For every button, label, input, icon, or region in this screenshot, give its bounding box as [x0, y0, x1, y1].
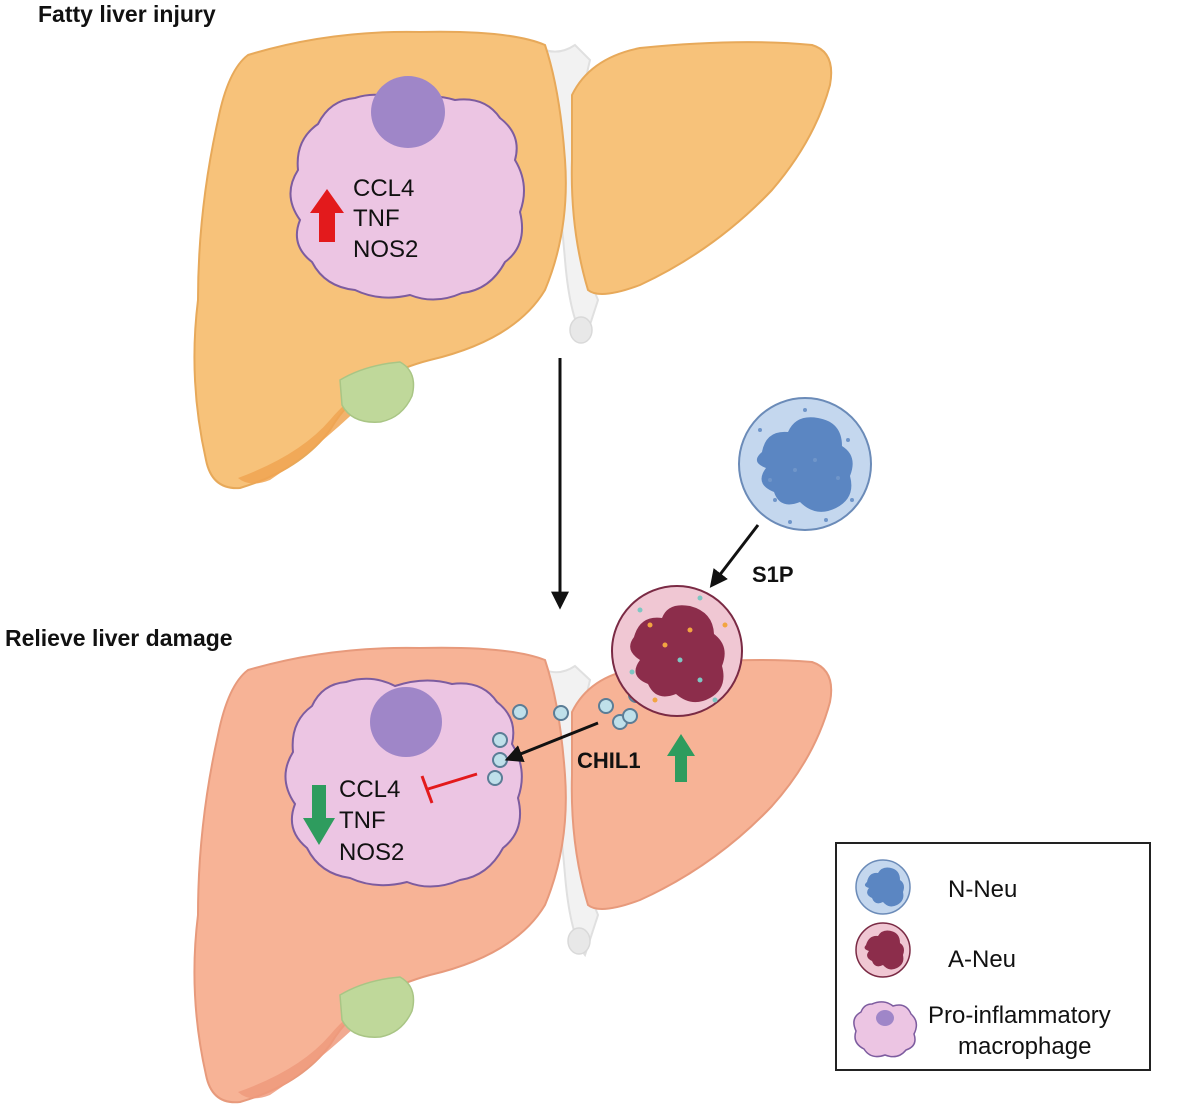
- granule: [652, 697, 658, 703]
- granule: [677, 657, 683, 663]
- chil1-vesicle: [512, 704, 528, 720]
- chil1-vesicle: [487, 770, 503, 786]
- granule: [697, 595, 703, 601]
- gene-label: TNF: [339, 807, 386, 834]
- chil1-vesicle: [598, 698, 614, 714]
- granule: [712, 697, 718, 703]
- chil1-action-arrow: [504, 721, 599, 763]
- top-panel-title: Fatty liver injury: [38, 1, 216, 27]
- granule: [803, 408, 807, 412]
- granule: [773, 498, 777, 502]
- granule: [850, 498, 854, 502]
- granule: [788, 520, 792, 524]
- gene-label: NOS2: [339, 839, 404, 866]
- gene-label: CCL4: [339, 776, 400, 803]
- granule: [793, 468, 797, 472]
- granule: [768, 478, 772, 482]
- s1p-label: S1P: [752, 562, 794, 587]
- bottom-macrophage: [284, 677, 523, 888]
- chil1-vesicle: [492, 732, 508, 748]
- granule: [637, 607, 643, 613]
- macrophage-icon: [853, 1001, 918, 1058]
- top-liver: [193, 30, 833, 490]
- bottom-panel-title: Relieve liver damage: [5, 625, 233, 651]
- bottom-liver: [193, 646, 833, 1104]
- bottom-gene-list: CCL4 TNF NOS2: [339, 776, 404, 866]
- gene-label: NOS2: [353, 236, 418, 263]
- legend-label-macrophage-line2: macrophage: [958, 1033, 1091, 1060]
- s1p-arrow: [709, 524, 760, 588]
- chil1-vesicle: [492, 752, 508, 768]
- top-gene-list: CCL4 TNF NOS2: [353, 175, 418, 263]
- n-neu-icon: [855, 859, 911, 915]
- gene-label: TNF: [353, 205, 400, 232]
- granule: [758, 428, 762, 432]
- chil1-vesicle: [553, 705, 569, 721]
- a-neu-icon: [855, 922, 911, 978]
- inhibition-symbol: [420, 772, 478, 804]
- granule: [662, 642, 668, 648]
- granule: [836, 476, 840, 480]
- chil1-vesicle: [622, 708, 638, 724]
- granule: [824, 518, 828, 522]
- gene-label: CCL4: [353, 175, 414, 202]
- upregulation-arrow-icon: [310, 189, 344, 242]
- legend-label-n-neu: N-Neu: [948, 876, 1017, 903]
- granule: [813, 458, 817, 462]
- granule: [629, 669, 635, 675]
- granule: [846, 438, 850, 442]
- a-neu-cell: [611, 585, 743, 717]
- granule: [697, 677, 703, 683]
- granule: [722, 622, 728, 628]
- n-neu-cell: [738, 397, 872, 531]
- chil1-upregulation-arrow-icon: [667, 734, 695, 782]
- downregulation-arrow-icon: [303, 785, 335, 845]
- legend-label-a-neu: A-Neu: [948, 946, 1016, 973]
- top-macrophage: [289, 76, 525, 301]
- granule: [687, 627, 693, 633]
- legend: N-Neu A-Neu Pro-inflammatory macrophage: [835, 842, 1151, 1071]
- legend-label-macrophage: Pro-inflammatory: [928, 1002, 1111, 1029]
- granule: [647, 622, 653, 628]
- chil1-label: CHIL1: [577, 748, 641, 773]
